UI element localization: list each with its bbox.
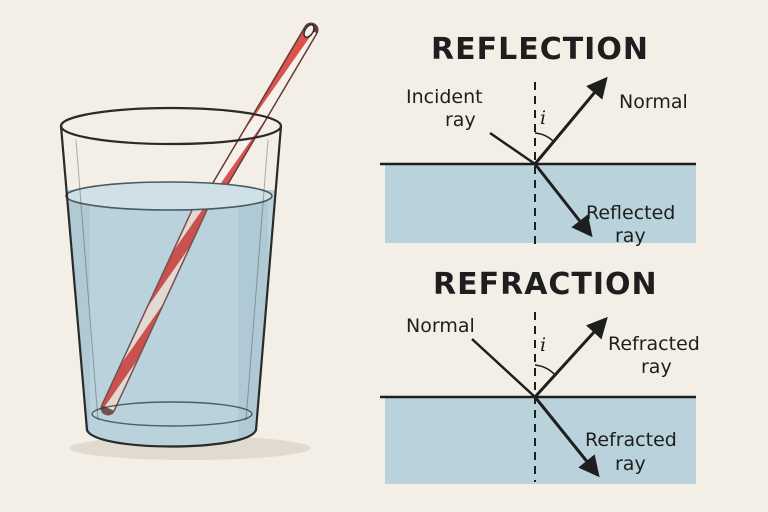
reflection-reflected-ray	[533, 163, 593, 238]
refracted-upper-label-line2: ray	[641, 356, 672, 378]
refraction-normal-label: Normal	[406, 315, 475, 337]
refraction-water-region	[385, 398, 696, 484]
reflection-angle-arc	[534, 132, 555, 143]
refraction-title: REFRACTION	[433, 267, 658, 302]
glass-outline	[59, 106, 283, 448]
refracted-lower-label: Refracted	[585, 429, 677, 451]
reflected-ray-label-line2: ray	[615, 225, 646, 247]
reflection-incident-ray	[489, 131, 536, 166]
refraction-angle-arc	[534, 364, 557, 377]
refraction-angle-label: i	[540, 334, 546, 356]
reflection-upper-ray	[533, 76, 608, 165]
glass-illustration	[59, 22, 319, 460]
refraction-upper-ray	[533, 316, 608, 399]
refraction-incident-ray	[471, 338, 536, 398]
water-surface	[65, 181, 273, 211]
reflected-ray-label: Reflected	[586, 202, 675, 224]
refracted-upper-label: Refracted	[608, 333, 700, 355]
reflection-title: REFLECTION	[431, 32, 649, 67]
reflection-diagram: REFLECTION i Incident ray Normal Reflect…	[380, 32, 696, 247]
refraction-diagram: REFRACTION i Normal Refracted ray Refrac…	[380, 267, 700, 484]
incident-ray-label-line2: ray	[445, 109, 476, 131]
refracted-lower-label-line2: ray	[615, 453, 646, 475]
refraction-lower-ray	[533, 396, 600, 478]
reflection-water-region	[385, 165, 696, 243]
incident-ray-label: Incident	[406, 86, 483, 108]
reflection-angle-label: i	[540, 107, 546, 129]
reflection-normal-label: Normal	[619, 91, 688, 113]
straw-tip	[303, 23, 315, 39]
